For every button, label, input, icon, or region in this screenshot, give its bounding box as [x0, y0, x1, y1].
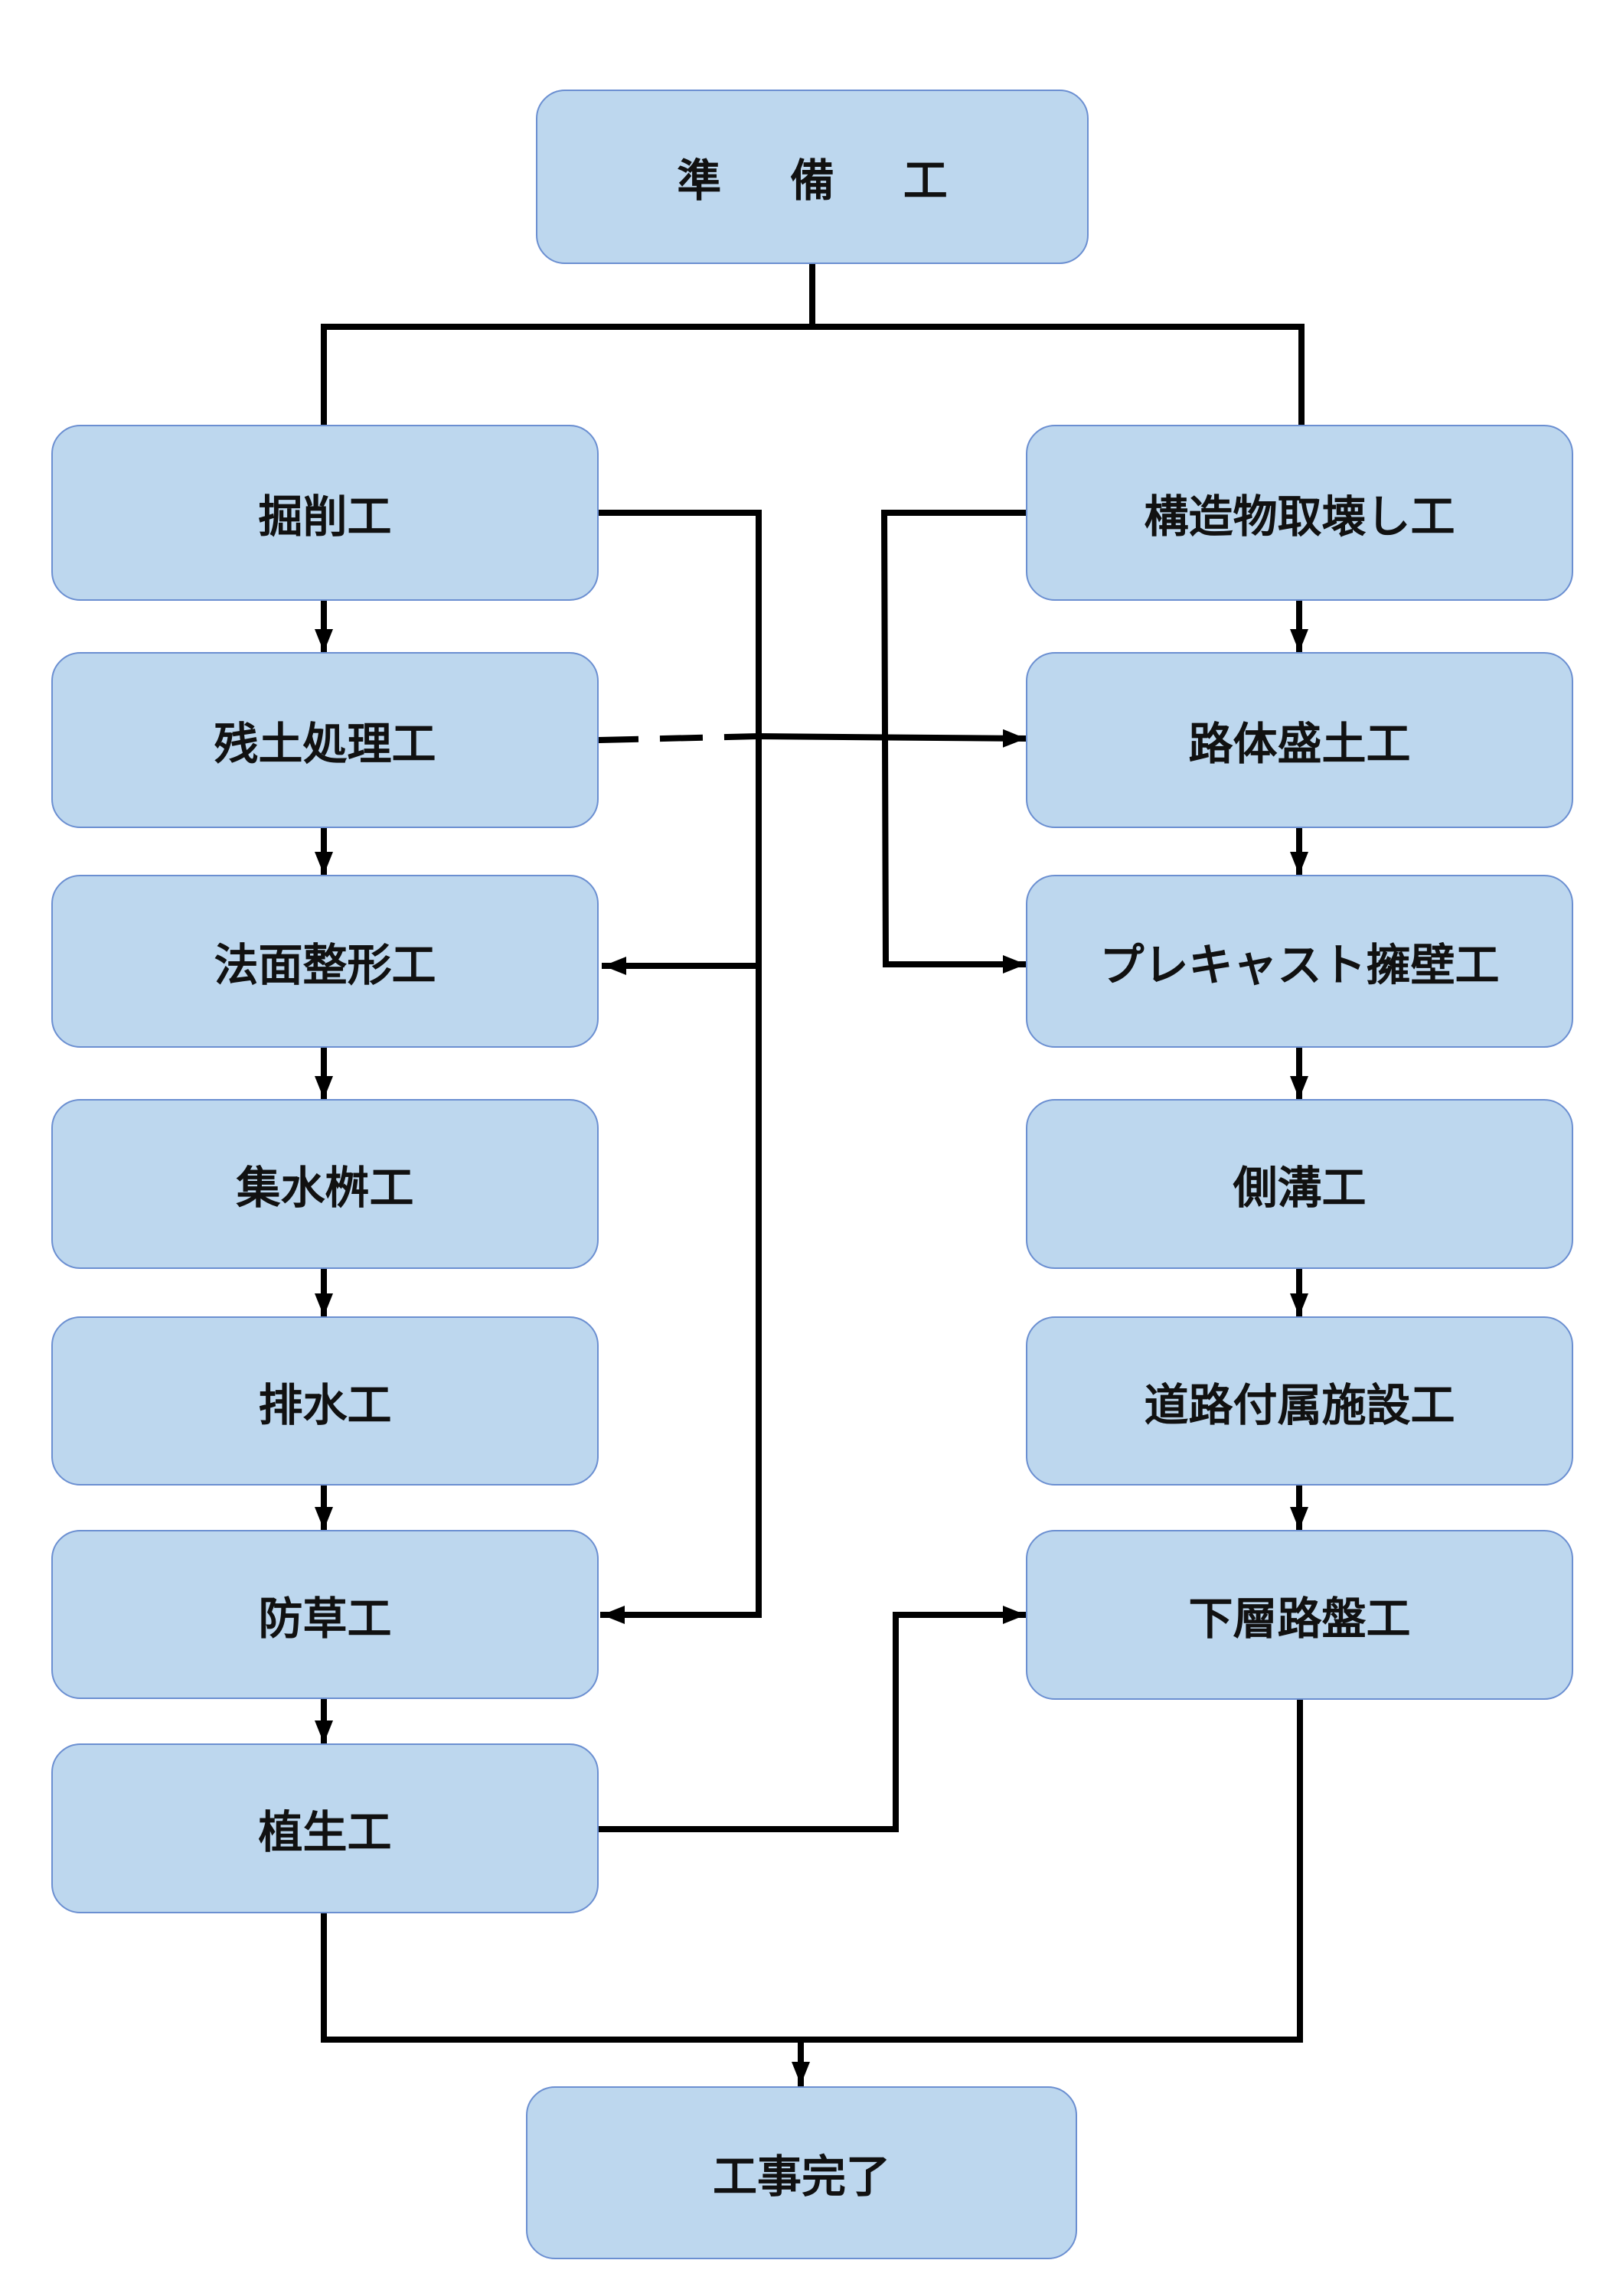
node-left-7: 植生工 — [51, 1743, 599, 1913]
node-right-3: プレキャスト擁壁工 — [1026, 875, 1573, 1048]
node-start: 準 備 工 — [536, 90, 1089, 264]
node-left-5: 排水工 — [51, 1316, 599, 1486]
connector-surplus-soil-dashed — [595, 732, 763, 744]
node-left-3: 法面整形工 — [51, 875, 599, 1048]
node-left-6: 防草工 — [51, 1530, 599, 1699]
connector-demolition-to-retaining-wall — [880, 510, 1029, 968]
connector-start-split — [321, 324, 1305, 428]
node-end: 工事完了 — [526, 2086, 1077, 2259]
node-right-2: 路体盛土工 — [1026, 652, 1573, 828]
node-right-1: 構造物取壊し工 — [1026, 425, 1573, 601]
connector-vegetation-to-subbase — [596, 1612, 899, 1832]
node-left-2: 残土処理工 — [51, 652, 599, 828]
node-right-4: 側溝工 — [1026, 1099, 1573, 1269]
node-left-1: 掘削工 — [51, 425, 599, 601]
node-left-4: 集水桝工 — [51, 1099, 599, 1269]
arrow-to-embankment — [755, 729, 1028, 748]
connector-excavation-branch — [596, 510, 762, 1618]
node-right-6: 下層路盤工 — [1026, 1530, 1573, 1700]
connector-merge-to-end — [321, 1697, 1303, 2043]
node-right-5: 道路付属施設工 — [1026, 1316, 1573, 1486]
